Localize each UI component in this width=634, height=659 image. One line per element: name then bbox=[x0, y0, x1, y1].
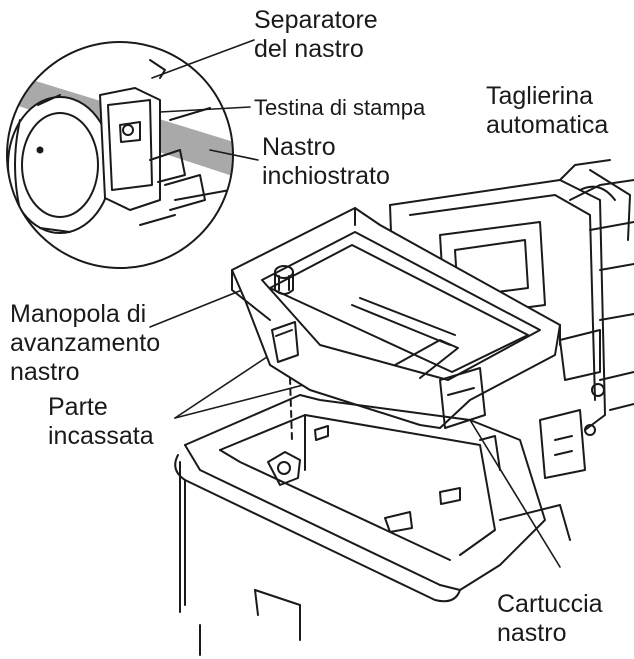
label-feed-knob-line2: avanzamento bbox=[10, 329, 161, 357]
label-ribbon-cartridge: Cartuccia nastro bbox=[497, 590, 603, 648]
label-ribbon-separator-line1: Separatore bbox=[254, 6, 378, 34]
printer-housing bbox=[174, 377, 546, 656]
label-feed-knob-line3: nastro bbox=[10, 358, 80, 386]
label-ribbon-cartridge-line1: Cartuccia bbox=[497, 590, 603, 618]
label-ribbon-separator-line2: del nastro bbox=[254, 35, 364, 63]
label-auto-cutter: Taglierina automatica bbox=[486, 82, 608, 140]
label-feed-knob-line1: Manopola di bbox=[10, 300, 147, 328]
label-auto-cutter-line2: automatica bbox=[486, 111, 609, 139]
label-print-head-line1: Testina di stampa bbox=[254, 95, 426, 120]
label-ink-ribbon: Nastro inchiostrato bbox=[262, 133, 390, 191]
label-recessed-part: Parte incassata bbox=[48, 393, 154, 451]
label-ribbon-separator: Separatore del nastro bbox=[254, 6, 378, 64]
label-feed-knob: Manopola di avanzamento nastro bbox=[10, 300, 160, 387]
label-ribbon-cartridge-line2: nastro bbox=[497, 619, 567, 647]
magnified-inset bbox=[6, 41, 234, 269]
label-ink-ribbon-line1: Nastro bbox=[262, 133, 336, 161]
label-ink-ribbon-line2: inchiostrato bbox=[262, 162, 390, 190]
label-print-head: Testina di stampa bbox=[254, 95, 425, 121]
label-recessed-part-line2: incassata bbox=[48, 422, 154, 450]
ribbon-cartridge bbox=[231, 207, 561, 429]
label-auto-cutter-line1: Taglierina bbox=[486, 82, 594, 110]
label-recessed-part-line1: Parte bbox=[48, 393, 108, 421]
